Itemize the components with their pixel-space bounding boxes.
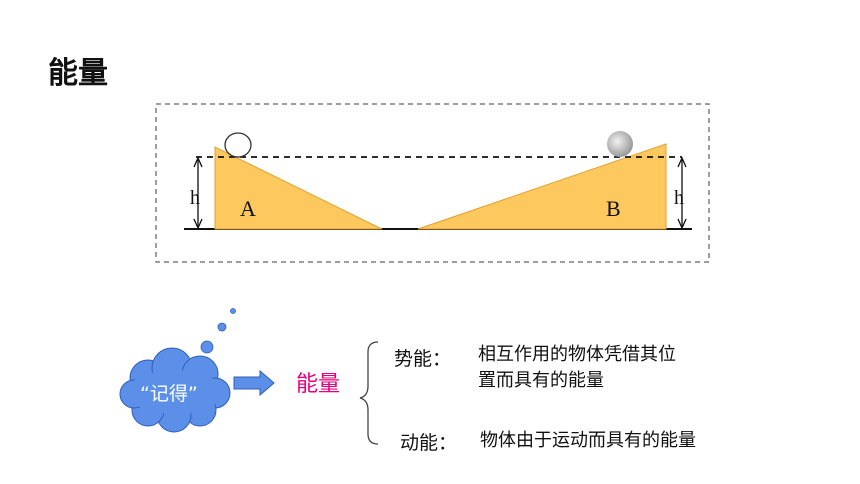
kinetic-energy-desc: 物体由于运动而具有的能量 bbox=[480, 430, 696, 451]
slide-title: 能量 bbox=[48, 56, 108, 91]
thought-dot-large bbox=[200, 340, 214, 354]
height-arrow-left bbox=[193, 156, 203, 230]
label-b: B bbox=[606, 196, 621, 221]
thought-dot-small bbox=[230, 308, 236, 314]
height-label-right: h bbox=[674, 187, 684, 209]
height-label-left: h bbox=[190, 187, 200, 209]
ball-a bbox=[224, 132, 252, 158]
ramp-a bbox=[214, 146, 383, 230]
cloud-text: “记得” bbox=[140, 383, 198, 405]
brace-icon bbox=[359, 341, 379, 445]
diagram-frame bbox=[155, 103, 710, 263]
kinetic-energy-term: 动能： bbox=[400, 432, 458, 454]
ramp-b bbox=[417, 143, 667, 230]
potential-energy-term: 势能： bbox=[394, 348, 452, 370]
thought-dot-medium bbox=[217, 322, 227, 332]
ball-b bbox=[607, 131, 633, 157]
potential-energy-desc-line1: 相互作用的物体凭借其位 bbox=[478, 344, 676, 365]
potential-energy-desc-line2: 置而具有的能量 bbox=[478, 370, 604, 391]
energy-target-label: 能量 bbox=[296, 372, 341, 397]
label-a: A bbox=[240, 196, 256, 221]
height-arrow-right bbox=[677, 156, 687, 230]
arrow-icon bbox=[233, 369, 275, 397]
